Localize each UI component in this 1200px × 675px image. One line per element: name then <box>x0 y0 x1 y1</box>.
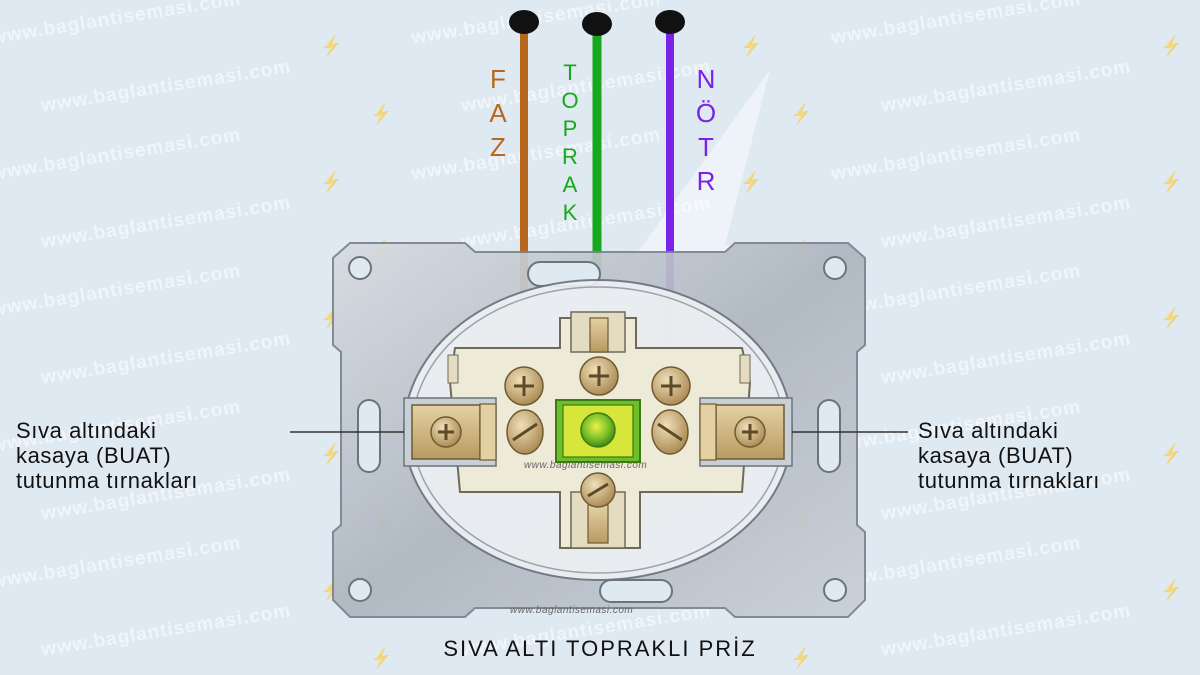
terminal-screw-right <box>651 366 691 406</box>
terminal-screw-center <box>579 356 619 396</box>
left-note-line3: tutunma tırnakları <box>16 468 198 493</box>
wire-letter: A <box>489 98 509 128</box>
pin-contact-right <box>651 409 689 455</box>
wire-letter: N <box>696 64 718 94</box>
wire-letter: Z <box>490 132 508 162</box>
left-note: Sıva altındaki kasaya (BUAT) tutunma tır… <box>16 418 198 493</box>
pin-contact-left <box>506 409 544 455</box>
wire-letter: R <box>696 166 718 196</box>
wire-letter: K <box>562 200 580 225</box>
wire-letter: A <box>562 172 580 197</box>
wire-letter: P <box>562 116 580 141</box>
diagram-title: SIVA ALTI TOPRAKLI PRİZ <box>443 636 757 661</box>
left-claw <box>403 397 497 467</box>
inner-watermark-2: www.baglantisemasi.com <box>510 605 634 616</box>
terminal-screw-left <box>504 366 544 406</box>
bottom-screw <box>580 472 616 508</box>
wire-letter: T <box>563 60 579 85</box>
wire-letter: R <box>562 144 580 169</box>
left-note-line1: Sıva altındaki <box>16 418 157 443</box>
right-claw <box>699 397 793 467</box>
earth-screw-icon <box>580 412 616 448</box>
wire-letter: Ö <box>695 98 719 128</box>
right-note-line3: tutunma tırnakları <box>918 468 1100 493</box>
wire-letter: F <box>490 64 508 94</box>
right-note: Sıva altındaki kasaya (BUAT) tutunma tır… <box>918 418 1100 493</box>
wire-letter: O <box>561 88 581 113</box>
left-note-line2: kasaya (BUAT) <box>16 443 172 468</box>
right-note-line1: Sıva altındaki <box>918 418 1059 443</box>
right-note-line2: kasaya (BUAT) <box>918 443 1074 468</box>
earth-terminal <box>555 399 641 463</box>
wire-letter: T <box>698 132 716 162</box>
inner-watermark-1: www.baglantisemasi.com <box>524 460 648 471</box>
